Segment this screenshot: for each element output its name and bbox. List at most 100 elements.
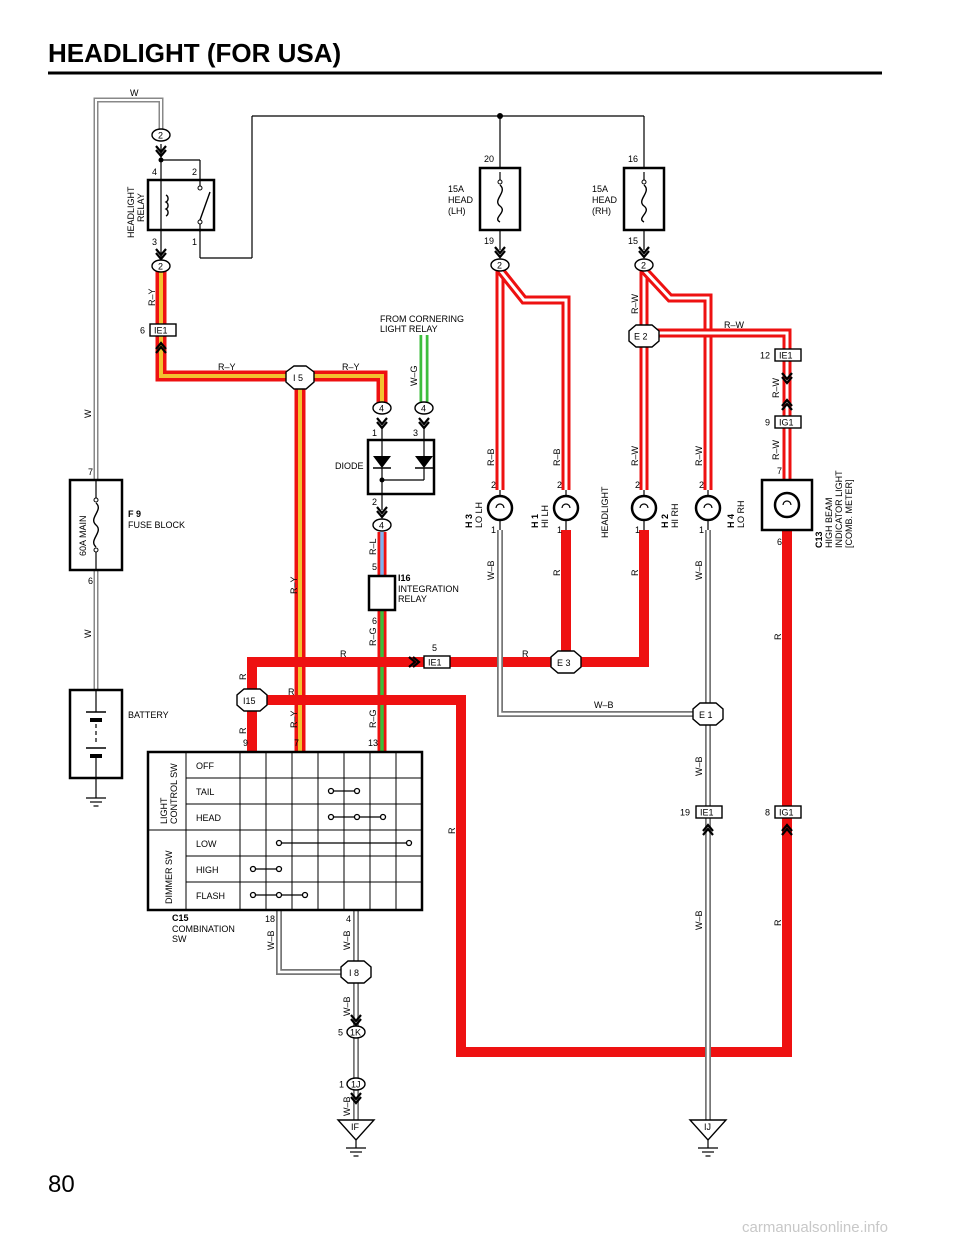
connector-2-lh-label: 2 bbox=[497, 261, 502, 271]
connector-2-bottom bbox=[151, 247, 171, 273]
relay-pin-4: 4 bbox=[152, 167, 157, 177]
connector-1j bbox=[346, 1077, 366, 1091]
diode bbox=[366, 428, 436, 510]
connector-i8-label: I 8 bbox=[349, 968, 359, 978]
switch-group-light-1: LIGHT bbox=[159, 797, 169, 824]
wire-label: R–W bbox=[630, 293, 640, 314]
fuse-lh-rating: 15A bbox=[448, 184, 464, 194]
h1-name: HI LH bbox=[540, 505, 550, 528]
h4-pin-2: 2 bbox=[699, 480, 704, 490]
wire-label: R bbox=[773, 633, 783, 640]
thin-wires bbox=[199, 115, 645, 259]
h4-pin-1: 1 bbox=[699, 525, 704, 535]
h3-pin-2: 2 bbox=[491, 480, 496, 490]
h2-name: HI RH bbox=[670, 504, 680, 529]
combination-switch bbox=[146, 750, 424, 912]
wire-label: W–G bbox=[409, 365, 419, 386]
connector-i15-label: I15 bbox=[243, 696, 256, 706]
connector-1k-label: 1K bbox=[350, 1028, 361, 1038]
switch-row-low: LOW bbox=[196, 839, 217, 849]
wire-label: R–B bbox=[486, 448, 496, 466]
connector-e3-label: E 3 bbox=[557, 658, 571, 668]
connector-i5 bbox=[285, 365, 315, 390]
fuse-rh-pin-top: 16 bbox=[628, 154, 638, 164]
wire-label: R–W bbox=[771, 377, 781, 398]
h4-code: H 4 bbox=[726, 514, 736, 528]
switch-row-high: HIGH bbox=[196, 865, 219, 875]
integration-relay-name-1: INTEGRATION bbox=[398, 584, 459, 594]
h3-code: H 3 bbox=[464, 514, 474, 528]
c15-pin-9: 9 bbox=[243, 738, 248, 748]
connector-ie1-mid bbox=[407, 655, 451, 669]
wire-label: R–Y bbox=[147, 288, 157, 306]
fuse-lh-pin-top: 20 bbox=[484, 154, 494, 164]
connector-ig1-right-pin: 9 bbox=[765, 418, 770, 428]
fuse-rh-side: (RH) bbox=[592, 206, 611, 216]
h2-code: H 2 bbox=[660, 514, 670, 528]
wire-label: R–Y bbox=[342, 362, 360, 372]
fuse-block-code: F 9 bbox=[128, 509, 141, 519]
battery bbox=[68, 688, 124, 807]
wire-label: R–Y bbox=[218, 362, 236, 372]
connector-4-b bbox=[414, 401, 434, 415]
wire-label: W–B bbox=[594, 700, 614, 710]
diode-pin-2: 2 bbox=[372, 497, 377, 507]
cornering-label-2: LIGHT RELAY bbox=[380, 324, 438, 334]
connector-4-b-label: 4 bbox=[421, 404, 426, 414]
fuse-block-name: FUSE BLOCK bbox=[128, 520, 185, 530]
c15-pin-18: 18 bbox=[265, 914, 275, 924]
integration-relay-pin-5: 5 bbox=[372, 562, 377, 572]
fuse-lh-pin-bot: 19 bbox=[484, 236, 494, 246]
connector-ie1-mid-label: IE1 bbox=[428, 658, 442, 668]
ground-ij-label: IJ bbox=[704, 1122, 711, 1132]
connector-i5-label: I 5 bbox=[293, 373, 303, 383]
connector-4-c bbox=[372, 518, 392, 532]
watermark: carmanualsonline.info bbox=[742, 1219, 888, 1236]
connector-2-rh bbox=[634, 258, 654, 272]
wire-label: R–W bbox=[724, 320, 745, 330]
connector-ig1-low bbox=[774, 805, 802, 837]
connector-e2-label: E 2 bbox=[634, 332, 648, 342]
wire-label: W–B bbox=[342, 1096, 352, 1116]
fuse-rh-name: HEAD bbox=[592, 195, 618, 205]
switch-row-tail: TAIL bbox=[196, 787, 214, 797]
diode-pin-3: 3 bbox=[413, 428, 418, 438]
connector-i15 bbox=[236, 688, 268, 712]
switch-group-light-2: CONTROL SW bbox=[169, 763, 179, 824]
c15-pin-7: 7 bbox=[294, 738, 299, 748]
chevron-icon bbox=[417, 416, 431, 430]
wire-label: R bbox=[522, 649, 529, 659]
wire-label: R–G bbox=[368, 709, 378, 728]
headlight-bulbs bbox=[486, 490, 722, 530]
connector-ie1-low-label: IE1 bbox=[700, 808, 714, 818]
connector-e1 bbox=[692, 702, 724, 726]
connector-ig1-low-label: IG1 bbox=[779, 808, 794, 818]
fuse-rh-rating: 15A bbox=[592, 184, 608, 194]
fuse-block bbox=[68, 478, 124, 572]
connector-ie1-right-pin: 12 bbox=[760, 351, 770, 361]
wire-label: R bbox=[288, 687, 295, 697]
fuse-head-rh bbox=[622, 166, 666, 259]
chevron-icon bbox=[375, 416, 389, 430]
connector-e1-label: E 1 bbox=[699, 710, 713, 720]
connector-2-lh bbox=[490, 258, 510, 272]
wire-label: W bbox=[83, 409, 93, 418]
connector-ie1-pin: 6 bbox=[140, 326, 145, 336]
connector-ig1-right-label: IG1 bbox=[779, 418, 794, 428]
connector-4-c-label: 4 bbox=[379, 521, 384, 531]
wire-label: R bbox=[238, 727, 248, 734]
connector-i8 bbox=[340, 960, 372, 984]
wire-w bbox=[93, 97, 164, 690]
relay-label: HEADLIGHT bbox=[126, 186, 136, 238]
wire-label: W bbox=[83, 629, 93, 638]
connector-ig1-right bbox=[774, 398, 802, 429]
cornering-label-1: FROM CORNERING bbox=[380, 314, 464, 324]
connector-1j-label: 1J bbox=[351, 1080, 361, 1090]
connector-ie1-label: IE1 bbox=[154, 326, 168, 336]
connector-4-a bbox=[372, 401, 392, 415]
h3-pin-1: 1 bbox=[491, 525, 496, 535]
c15-name-2: SW bbox=[172, 934, 187, 944]
wire-label: R–Y bbox=[289, 710, 299, 728]
wire-label: R–W bbox=[771, 439, 781, 460]
